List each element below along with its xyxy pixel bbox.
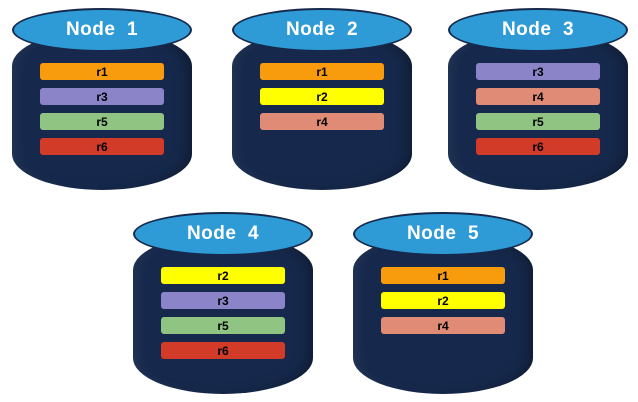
record-bar[interactable]: r2 xyxy=(161,267,285,284)
record-bar[interactable]: r6 xyxy=(161,342,285,359)
record-bar[interactable]: r6 xyxy=(476,138,600,155)
record-list: r3 r4 r5 r6 xyxy=(448,63,628,155)
cylinder-top-icon xyxy=(12,8,192,52)
record-list: r2 r3 r5 r6 xyxy=(133,267,313,359)
record-bar[interactable]: r5 xyxy=(161,317,285,334)
record-bar[interactable]: r2 xyxy=(260,88,384,105)
record-bar[interactable]: r2 xyxy=(381,292,505,309)
record-bar[interactable]: r1 xyxy=(40,63,164,80)
record-bar[interactable]: r1 xyxy=(260,63,384,80)
record-bar[interactable]: r3 xyxy=(476,63,600,80)
record-bar[interactable]: r4 xyxy=(381,317,505,334)
cylinder-body xyxy=(12,30,192,190)
cylinder-body xyxy=(448,30,628,190)
cylinder-top-icon xyxy=(448,8,628,52)
cylinder-body xyxy=(232,30,412,190)
record-bar[interactable]: r5 xyxy=(40,113,164,130)
record-bar[interactable]: r4 xyxy=(260,113,384,130)
cylinder-body xyxy=(353,234,533,394)
record-list: r1 r2 r4 xyxy=(353,267,533,334)
record-bar[interactable]: r3 xyxy=(161,292,285,309)
record-bar[interactable]: r5 xyxy=(476,113,600,130)
record-bar[interactable]: r6 xyxy=(40,138,164,155)
record-bar[interactable]: r1 xyxy=(381,267,505,284)
record-bar[interactable]: r3 xyxy=(40,88,164,105)
cylinder-body xyxy=(133,234,313,394)
record-list: r1 r3 r5 r6 xyxy=(12,63,192,155)
cylinder-top-icon xyxy=(133,212,313,256)
cylinder-top-icon xyxy=(232,8,412,52)
record-list: r1 r2 r4 xyxy=(232,63,412,130)
cylinder-top-icon xyxy=(353,212,533,256)
record-bar[interactable]: r4 xyxy=(476,88,600,105)
